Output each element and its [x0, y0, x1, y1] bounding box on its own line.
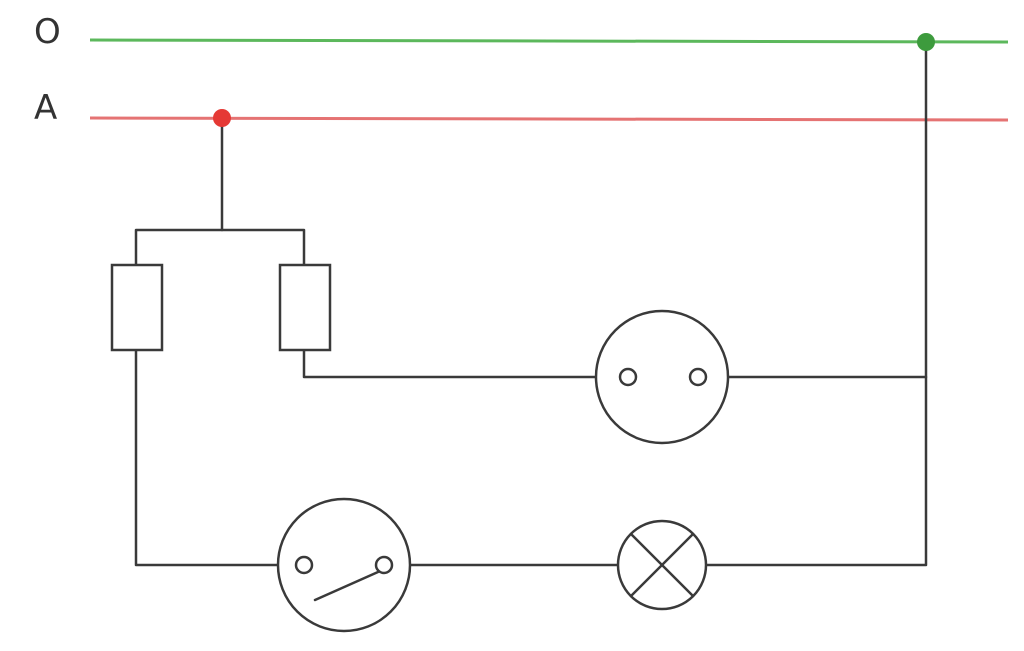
- switch-terminal-left: [294, 555, 314, 575]
- fuse-right: [278, 263, 332, 352]
- socket-terminal-left: [618, 367, 638, 387]
- socket-outlet: [594, 309, 730, 445]
- neutral-line-label: O: [34, 12, 61, 52]
- phase-line-label: A: [34, 88, 57, 128]
- neutral-line: [89, 38, 1009, 44]
- phase-line: [89, 116, 1009, 122]
- phase-junction-dot: [213, 109, 231, 127]
- switch: [276, 497, 412, 633]
- switch-terminal-right: [374, 555, 394, 575]
- socket-terminal-right: [688, 367, 708, 387]
- switch-blade: [313, 570, 380, 602]
- fuse-left: [110, 263, 164, 352]
- wiring: [134, 40, 928, 567]
- lamp: [616, 519, 708, 611]
- neutral-junction-dot: [917, 33, 935, 51]
